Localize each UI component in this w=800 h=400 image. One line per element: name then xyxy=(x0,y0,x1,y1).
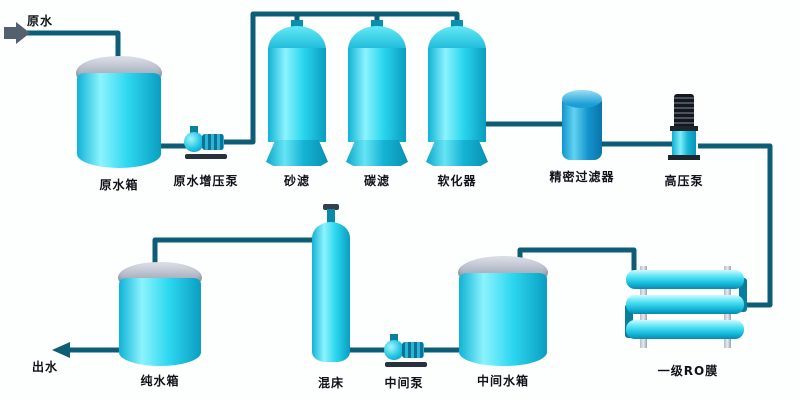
label-raw-water-in: 原水 xyxy=(26,14,54,28)
label-water-out: 出水 xyxy=(31,360,59,374)
pump-base xyxy=(185,154,227,159)
ro-membrane-assembly xyxy=(624,264,748,352)
ro-membrane-tube xyxy=(626,270,744,289)
raw-water-tank xyxy=(76,56,162,168)
pump-volute xyxy=(384,340,404,360)
tank-body xyxy=(118,277,202,366)
label-softener: 软化器 xyxy=(437,174,477,188)
label-sand-filter: 砂滤 xyxy=(283,174,311,188)
pump-port xyxy=(190,126,198,135)
booster-pump xyxy=(184,126,228,160)
column-body xyxy=(312,222,350,362)
inlet-arrow-icon xyxy=(4,22,30,44)
label-raw-water-tank: 原水箱 xyxy=(99,178,139,192)
intermediate-pump xyxy=(384,334,428,368)
pump-port xyxy=(390,334,398,343)
filter-cap xyxy=(562,90,602,108)
label-mixed-bed: 混床 xyxy=(317,376,345,390)
pure-water-tank xyxy=(118,262,202,366)
ro-membrane-tube xyxy=(626,320,744,339)
vessel-body xyxy=(268,48,326,142)
filter-body xyxy=(562,98,602,160)
high-pressure-pump xyxy=(664,94,704,164)
precision-filter xyxy=(562,90,602,160)
intermediate-water-tank xyxy=(458,256,548,366)
pipe-hp-pump-to-ro xyxy=(698,143,773,308)
pump-volute xyxy=(184,132,204,152)
label-ro-membrane: 一级RO膜 xyxy=(657,364,719,378)
sand-filter-vessel xyxy=(266,20,328,168)
label-pure-water-tank: 纯水箱 xyxy=(140,374,180,388)
label-carbon-filter: 碳滤 xyxy=(363,174,391,188)
pump-motor xyxy=(202,134,224,150)
pump-base xyxy=(385,362,427,367)
column-neck xyxy=(327,209,335,224)
vessel-cone-base xyxy=(266,140,328,166)
pump-motor xyxy=(402,342,424,358)
vessel-body xyxy=(428,48,486,142)
hp-pump-flange xyxy=(670,126,698,131)
label-booster-pump: 原水增压泵 xyxy=(173,174,239,188)
pipe-booster-to-filters-manifold xyxy=(222,11,460,145)
hp-pump-motor xyxy=(674,94,694,126)
vessel-cone-base xyxy=(346,140,408,166)
label-intermediate-pump: 中间泵 xyxy=(384,376,424,390)
tank-body xyxy=(76,72,162,168)
mixed-bed-column xyxy=(312,204,350,362)
ro-membrane-tube xyxy=(626,295,744,314)
valve-icon xyxy=(323,204,339,210)
tank-body xyxy=(458,272,548,366)
vessel-body xyxy=(348,48,406,142)
label-precision-filter: 精密过滤器 xyxy=(549,170,615,184)
ro-end-connector xyxy=(739,278,747,312)
hp-pump-base xyxy=(668,155,700,160)
label-intermediate-tank: 中间水箱 xyxy=(476,374,530,388)
outlet-arrow-icon xyxy=(52,342,70,358)
vessel-cone-base xyxy=(426,140,488,166)
softener-vessel xyxy=(426,20,488,168)
label-high-pressure-pump: 高压泵 xyxy=(664,174,704,188)
carbon-filter-vessel xyxy=(346,20,408,168)
hp-pump-body xyxy=(672,131,696,155)
pipe-inlet-to-raw-tank xyxy=(18,30,121,66)
